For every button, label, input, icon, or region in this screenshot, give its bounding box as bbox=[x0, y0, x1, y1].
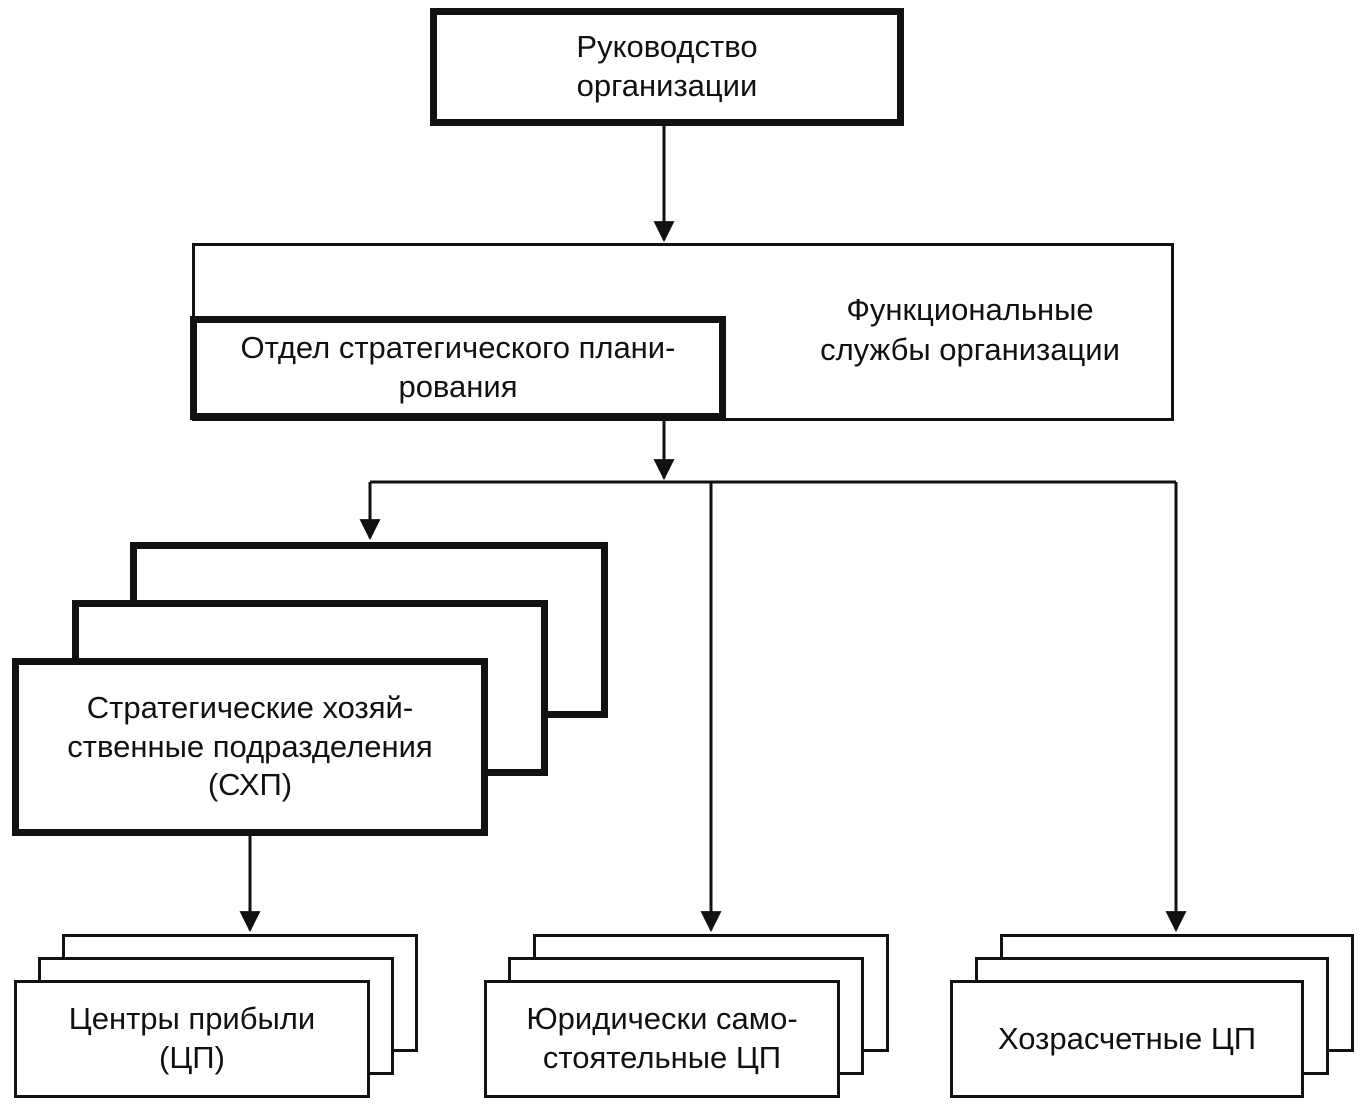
selfsupport-centers-line1: Хозрасчетные ЦП bbox=[997, 1020, 1257, 1056]
profit-centers-front-box: Центры прибыли (ЦП) bbox=[14, 980, 370, 1098]
legal-centers-line1: Юридически само- bbox=[526, 1001, 798, 1037]
sbu-line3: (СХП) bbox=[207, 767, 293, 803]
sbu-front-box: Стратегические хозяй- ственные подраздел… bbox=[12, 658, 488, 836]
functional-services-line1: Функциональные bbox=[846, 292, 1094, 327]
management-line2: организации bbox=[576, 68, 758, 103]
sbu-line1: Стратегические хозяй- bbox=[86, 689, 414, 725]
sbu-line2: ственные подразделения bbox=[67, 728, 433, 764]
strategic-planning-line2: рования bbox=[398, 369, 518, 404]
selfsupport-centers-front-box: Хозрасчетные ЦП bbox=[950, 980, 1304, 1098]
management-box: Руководство организации bbox=[430, 8, 904, 126]
functional-services-label: Функциональные службы организации bbox=[760, 290, 1180, 371]
strategic-planning-box: Отдел стратегического плани- рования bbox=[190, 316, 726, 420]
functional-services-line2: службы организации bbox=[820, 332, 1120, 368]
profit-centers-line1: Центры прибыли bbox=[68, 1001, 316, 1037]
legal-centers-front-box: Юридически само- стоятельные ЦП bbox=[484, 980, 840, 1098]
legal-centers-line2: стоятельные ЦП bbox=[542, 1040, 782, 1075]
strategic-planning-line1: Отдел стратегического плани- bbox=[240, 330, 676, 366]
management-line1: Руководство bbox=[576, 29, 758, 65]
profit-centers-line2: (ЦП) bbox=[159, 1040, 225, 1075]
